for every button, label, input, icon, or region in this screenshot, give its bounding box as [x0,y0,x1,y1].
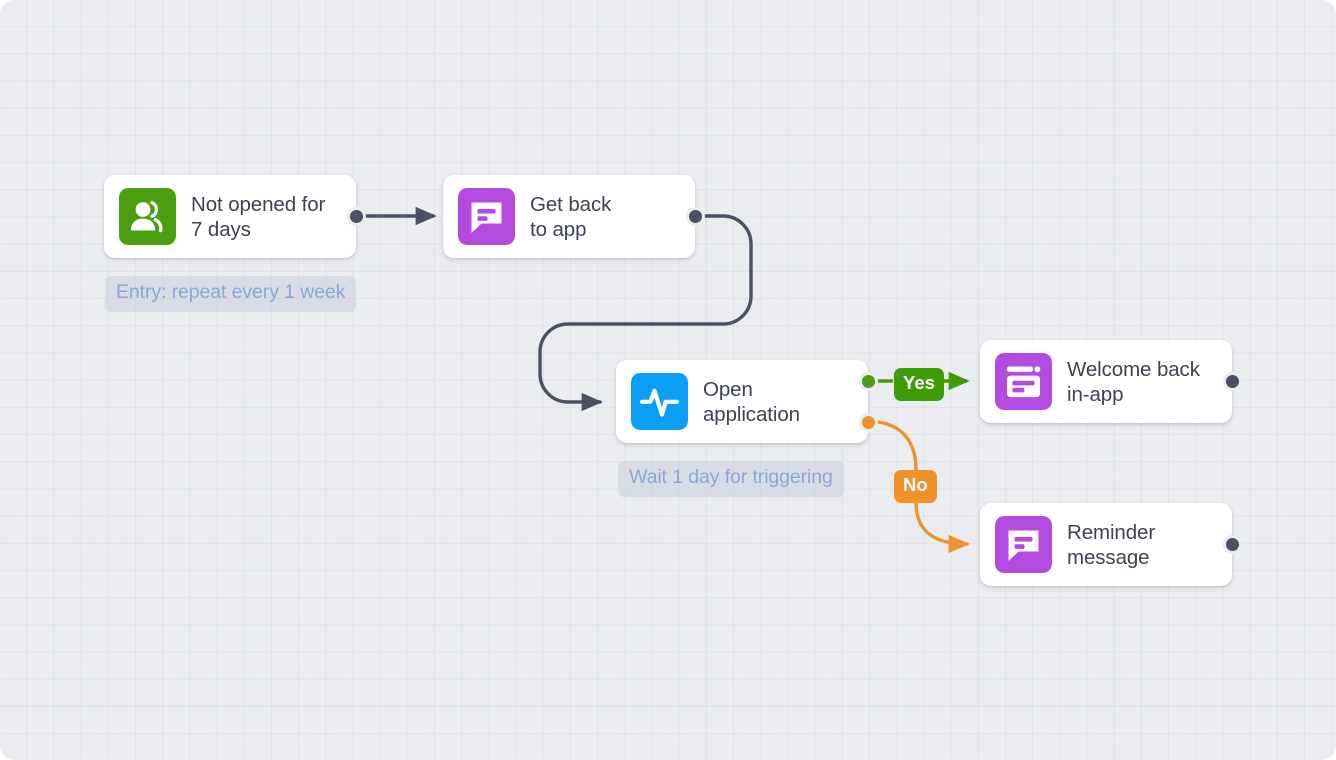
wire-no-to-reminder-top [876,420,918,472]
activity-pulse-icon [631,373,688,430]
node-not-opened[interactable]: Not opened for 7 days [104,175,366,258]
branch-badge-yes[interactable]: Yes [894,368,944,401]
output-port[interactable] [349,209,363,223]
output-port[interactable] [1225,537,1239,551]
output-port-no[interactable] [861,415,875,429]
chat-message-icon [458,188,515,245]
node-label: Get back to app [530,192,612,241]
entry-schedule-chip[interactable]: Entry: repeat every 1 week [105,276,357,312]
in-app-message-icon [995,353,1052,410]
node-reminder-message[interactable]: Reminder message [980,503,1242,586]
node-label: Reminder message [1067,520,1156,569]
node-open-application[interactable]: Open application [616,360,878,443]
node-label: Welcome back in-app [1067,357,1200,406]
output-port[interactable] [688,209,702,223]
wait-trigger-chip[interactable]: Wait 1 day for triggering [618,461,844,497]
node-label: Open application [703,377,800,426]
branch-badge-no[interactable]: No [894,470,937,503]
users-icon [119,188,176,245]
node-welcome-back-in-app[interactable]: Welcome back in-app [980,340,1242,423]
wire-no-to-reminder-bottom [914,500,970,554]
chat-message-icon [995,516,1052,573]
output-port-yes[interactable] [861,374,875,388]
node-label: Not opened for 7 days [191,192,326,241]
node-get-back-to-app[interactable]: Get back to app [443,175,705,258]
output-port[interactable] [1225,374,1239,388]
